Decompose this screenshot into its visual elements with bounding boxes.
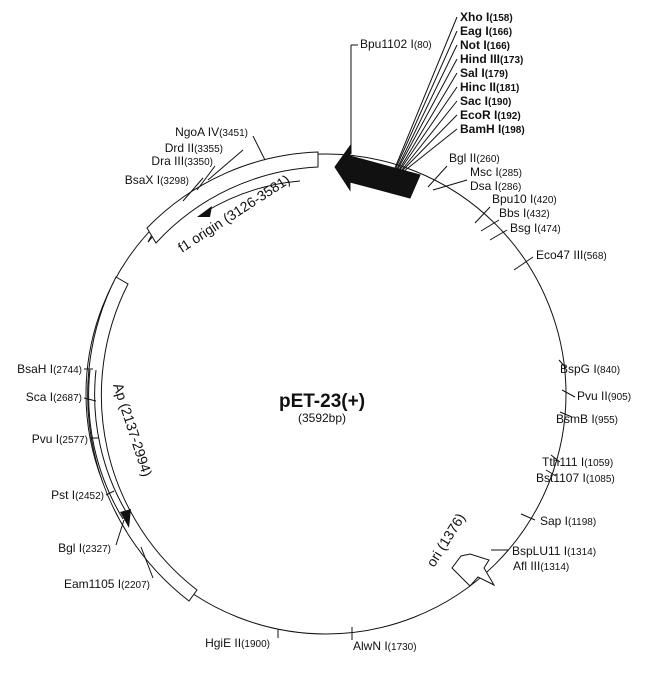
site-label: Sap I(1198) [540,514,596,528]
mcs-labels: Xho I(158)Eag I(166)Not I(166)Hind III(1… [460,10,525,136]
site-label: BspG I(840) [560,362,620,376]
site-label: NgoA IV(3451) [175,125,248,139]
site-label: Bgl II(260) [449,151,500,165]
site-label: BsmB I(955) [556,412,618,426]
ap-feature-box [87,276,198,602]
site-label: Eam1105 I(2207) [64,577,150,591]
ori-arrow [451,553,496,587]
f1-arrow-head [197,206,212,217]
mcs-site-label: EcoR I(192) [460,108,521,122]
mcs-site-label: Hinc II(181) [460,80,519,94]
site-label: BsaH I(2744) [17,362,82,376]
ap-arrow-head [120,509,131,528]
site-label: Afl III(1314) [513,559,569,573]
mcs-site-label: Hind III(173) [460,52,523,66]
ap-arrow-line-2 [88,369,124,520]
site-label: Bpu1102 I(80) [360,37,432,51]
site-label: Sca I(2687) [26,390,82,404]
site-label: HgiE II(1900) [205,636,270,650]
site-label: Msc I(285) [470,165,522,179]
mcs-site-label: Xho I(158) [460,10,513,24]
mcs-leader-lines [350,16,458,173]
site-label: Bgl I(2327) [58,541,111,555]
site-label: Dsa I(286) [470,179,521,193]
site-label: Drd II(3355) [165,141,223,155]
mcs-site-label: Eag I(166) [460,24,512,38]
mcs-site-label: Not I(166) [460,38,510,52]
site-label: Eco47 III(568) [536,248,607,262]
site-label: BsaX I(3298) [125,173,189,187]
site-label: AlwN I(1730) [353,639,417,653]
site-label: BspLU11 I(1314) [512,544,596,558]
ap-label: Ap (2137-2994) [110,381,155,478]
mcs-site-label: Sac I(190) [460,94,511,108]
site-label: Bst1107 I(1085) [536,471,615,485]
f1-arrow-line [204,180,301,213]
site-labels: Bpu1102 I(80) Bgl II(260)Msc I(285)Dsa I(… [17,37,631,653]
f1-origin-box [146,151,319,244]
site-label: Bbs I(432) [499,206,550,220]
backbone-circle [85,153,567,635]
mcs-site-label: BamH I(198) [460,122,525,136]
site-label: Pvu I(2577) [32,432,88,446]
site-label: Pvu II(905) [577,389,631,403]
plasmid-size: (3592bp) [298,411,346,425]
plasmid-name: pET-23(+) [279,391,365,412]
site-label: Tth111 I(1059) [542,455,613,469]
site-label: Bsg I(474) [510,221,561,235]
ap-arrow-line-1 [94,369,129,516]
mcs-region-arrow [334,144,421,199]
mcs-site-label: Sal I(179) [460,66,508,80]
site-label: Pst I(2452) [51,488,104,502]
site-label: Bpu10 I(420) [492,192,557,206]
site-ticks [83,135,576,640]
site-label: Dra III(3350) [151,154,213,168]
